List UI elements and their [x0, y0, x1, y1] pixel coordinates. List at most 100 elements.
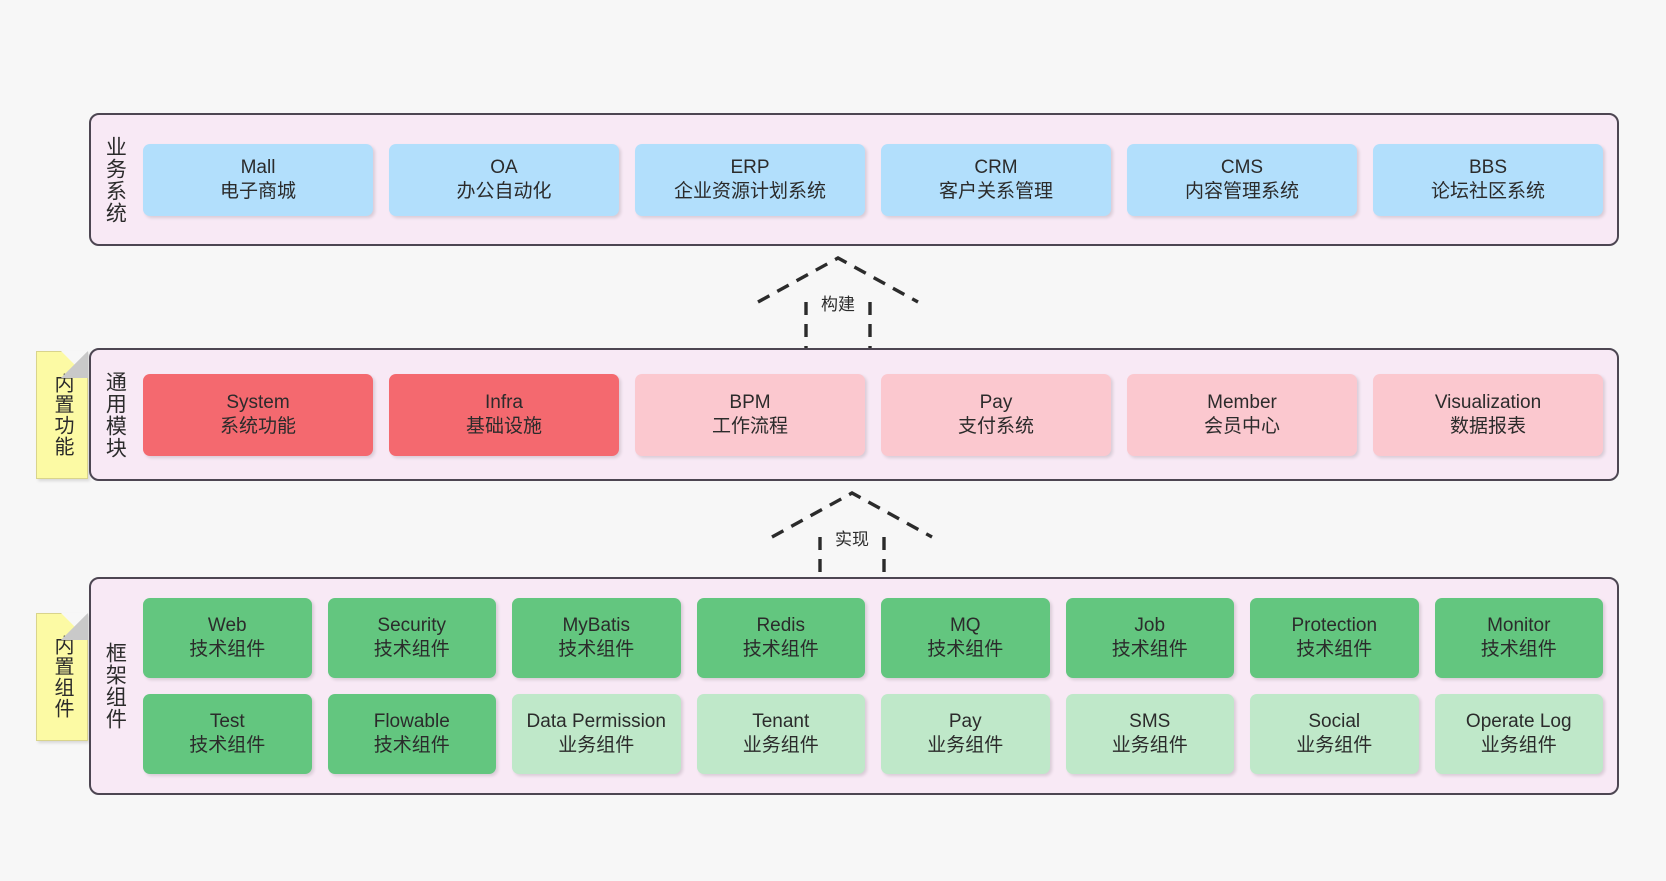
module-card-data-permission[interactable]: Data Permission 业务组件 [512, 694, 681, 774]
module-name: Operate Log [1465, 711, 1572, 733]
layer-business-system[interactable]: 业务系统 Mall 电子商城 OA 办公自动化 ERP 企业资源计划系统 CRM… [89, 113, 1619, 246]
layer-title-framework: 框架组件 [103, 642, 127, 730]
module-card-mall[interactable]: Mall 电子商城 [143, 143, 373, 216]
connector-realize: 实现 [762, 487, 942, 587]
module-desc: 论坛社区系统 [1430, 180, 1545, 202]
module-name: Member [1207, 391, 1277, 413]
arrow-head-outline [771, 491, 933, 539]
module-card-cms[interactable]: CMS 内容管理系统 [1127, 143, 1357, 216]
layer-body-business: Mall 电子商城 OA 办公自动化 ERP 企业资源计划系统 CRM 客户关系… [137, 115, 1617, 244]
layer-framework-component[interactable]: 框架组件 Web 技术组件 Security 技术组件 MyBatis 技术组件… [89, 577, 1619, 795]
module-card-social[interactable]: Social 业务组件 [1250, 694, 1419, 774]
module-card-web[interactable]: Web 技术组件 [143, 598, 312, 678]
module-card-pay[interactable]: Pay 支付系统 [881, 373, 1111, 456]
connector-realize-label: 实现 [835, 530, 869, 549]
module-desc: 技术组件 [189, 735, 266, 756]
module-card-visualization[interactable]: Visualization 数据报表 [1373, 373, 1603, 456]
module-card-security[interactable]: Security 技术组件 [327, 598, 496, 678]
note-fold-icon [61, 351, 88, 378]
module-card-job[interactable]: Job 技术组件 [1065, 598, 1234, 678]
module-desc: 办公自动化 [456, 180, 552, 202]
module-desc: 业务组件 [1111, 735, 1188, 756]
module-card-crm[interactable]: CRM 客户关系管理 [881, 143, 1111, 216]
module-desc: 技术组件 [1296, 639, 1373, 660]
module-name: MyBatis [562, 615, 631, 637]
module-desc: 企业资源计划系统 [673, 180, 826, 202]
sticky-note-builtin-component[interactable]: 内置组件 [36, 613, 88, 741]
module-desc: 技术组件 [373, 735, 450, 756]
module-desc: 工作流程 [711, 415, 788, 437]
module-desc: 业务组件 [742, 735, 819, 756]
module-name: ERP [730, 156, 770, 178]
module-card-monitor[interactable]: Monitor 技术组件 [1434, 598, 1603, 678]
module-name: System [226, 391, 290, 413]
module-card-protection[interactable]: Protection 技术组件 [1250, 598, 1419, 678]
module-card-mq[interactable]: MQ 技术组件 [881, 598, 1050, 678]
module-desc: 技术组件 [742, 639, 819, 660]
module-card-erp[interactable]: ERP 企业资源计划系统 [635, 143, 865, 216]
module-desc: 技术组件 [1111, 639, 1188, 660]
note-fold-shadow-icon [61, 351, 88, 378]
module-name: Social [1308, 711, 1361, 733]
layer-row: Test 技术组件 Flowable 技术组件 Data Permission … [143, 694, 1603, 774]
module-card-infra[interactable]: Infra 基础设施 [389, 373, 619, 456]
layer-row: System 系统功能 Infra 基础设施 BPM 工作流程 Pay 支付系统… [143, 373, 1603, 456]
layer-body-common: System 系统功能 Infra 基础设施 BPM 工作流程 Pay 支付系统… [137, 350, 1617, 479]
layer-row: Mall 电子商城 OA 办公自动化 ERP 企业资源计划系统 CRM 客户关系… [143, 143, 1603, 216]
module-card-bpm[interactable]: BPM 工作流程 [635, 373, 865, 456]
module-desc: 内容管理系统 [1184, 180, 1299, 202]
module-desc: 数据报表 [1449, 415, 1526, 437]
module-card-oa[interactable]: OA 办公自动化 [389, 143, 619, 216]
module-desc: 业务组件 [1296, 735, 1373, 756]
module-name: Flowable [373, 711, 450, 733]
module-name: CRM [974, 156, 1018, 178]
module-card-tenant[interactable]: Tenant 业务组件 [696, 694, 865, 774]
module-desc: 支付系统 [957, 415, 1034, 437]
module-card-sms[interactable]: SMS 业务组件 [1065, 694, 1234, 774]
module-name: MQ [949, 615, 981, 637]
note-fold-shadow-icon [61, 613, 88, 640]
sticky-note-builtin-function[interactable]: 内置功能 [36, 351, 88, 479]
connector-build-label: 构建 [821, 295, 855, 314]
note-fold-icon [61, 613, 88, 640]
module-desc: 技术组件 [373, 639, 450, 660]
connector-build: 构建 [748, 252, 928, 352]
note-label: 内置组件 [51, 635, 73, 719]
module-card-flowable[interactable]: Flowable 技术组件 [327, 694, 496, 774]
module-name: Web [207, 615, 247, 637]
module-desc: 系统功能 [219, 415, 296, 437]
layer-title-common: 通用模块 [103, 370, 127, 459]
module-name: Tenant [752, 711, 810, 733]
module-card-member[interactable]: Member 会员中心 [1127, 373, 1357, 456]
module-name: BBS [1468, 156, 1508, 178]
layer-title-business: 业务系统 [103, 135, 127, 224]
module-card-operate-log[interactable]: Operate Log 业务组件 [1434, 694, 1603, 774]
module-card-test[interactable]: Test 技术组件 [143, 694, 312, 774]
module-name: SMS [1129, 711, 1171, 733]
module-desc: 技术组件 [558, 639, 635, 660]
module-name: CMS [1220, 156, 1264, 178]
module-name: Pay [979, 391, 1013, 413]
module-name: OA [490, 156, 518, 178]
module-desc: 会员中心 [1203, 415, 1280, 437]
module-name: Monitor [1487, 615, 1551, 637]
module-card-system[interactable]: System 系统功能 [143, 373, 373, 456]
module-card-redis[interactable]: Redis 技术组件 [696, 598, 865, 678]
layer-common-module[interactable]: 通用模块 System 系统功能 Infra 基础设施 BPM 工作流程 Pay… [89, 348, 1619, 481]
module-card-mybatis[interactable]: MyBatis 技术组件 [512, 598, 681, 678]
module-name: Protection [1291, 615, 1378, 637]
module-card-bbs[interactable]: BBS 论坛社区系统 [1373, 143, 1603, 216]
module-name: Security [377, 615, 447, 637]
arrow-head-outline [757, 256, 919, 304]
layer-row: Web 技术组件 Security 技术组件 MyBatis 技术组件 Redi… [143, 598, 1603, 678]
module-name: Job [1134, 615, 1166, 637]
module-desc: 技术组件 [189, 639, 266, 660]
module-card-pay-business[interactable]: Pay 业务组件 [881, 694, 1050, 774]
layer-body-framework: Web 技术组件 Security 技术组件 MyBatis 技术组件 Redi… [137, 579, 1617, 793]
module-name: Infra [484, 391, 524, 413]
module-name: Redis [756, 615, 806, 637]
module-desc: 技术组件 [1480, 639, 1557, 660]
module-name: Mall [240, 156, 276, 178]
module-desc: 技术组件 [927, 639, 1004, 660]
